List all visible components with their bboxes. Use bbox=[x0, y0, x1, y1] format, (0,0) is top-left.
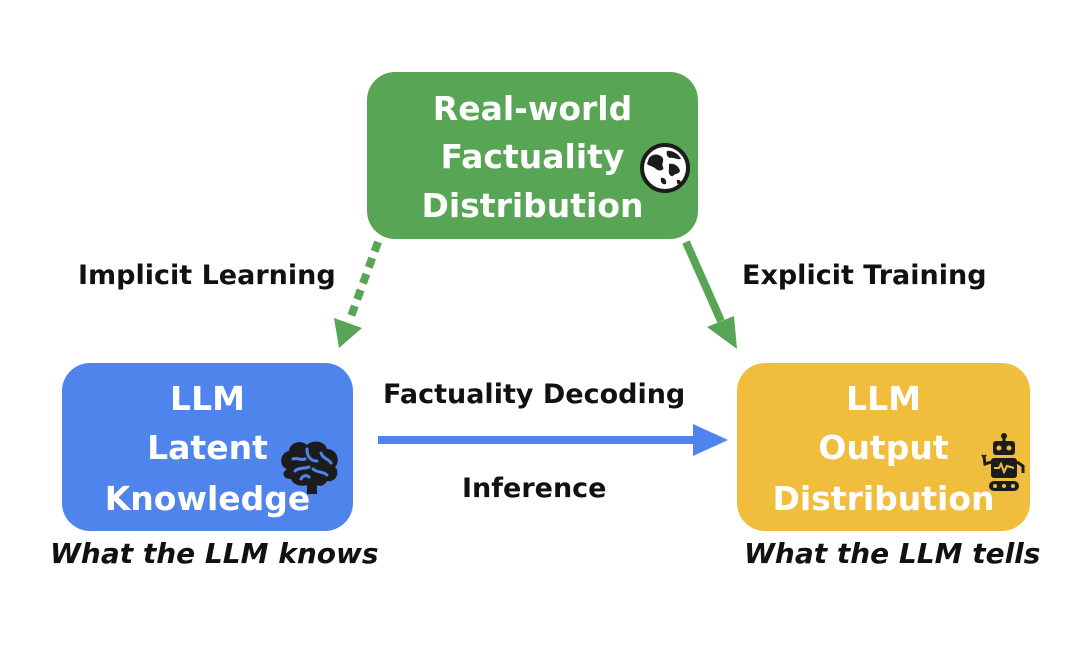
node-line: Output bbox=[818, 428, 949, 467]
implicit-learning-label: Implicit Learning bbox=[78, 260, 336, 291]
output-caption: What the LLM tells bbox=[744, 537, 1041, 570]
node-line: Knowledge bbox=[104, 479, 311, 518]
globe-icon bbox=[640, 143, 690, 193]
factuality-decoding-arrow bbox=[378, 424, 728, 456]
brain-icon bbox=[281, 441, 338, 494]
node-line: Latent bbox=[147, 428, 268, 467]
node-line: LLM bbox=[170, 379, 245, 418]
latent-caption: What the LLM knows bbox=[50, 537, 379, 570]
node-line: Factuality bbox=[440, 137, 625, 176]
factuality-decoding-label: Factuality Decoding bbox=[383, 379, 686, 410]
node-line: Distribution bbox=[421, 186, 644, 225]
real-world-factuality-node: Real-world Factuality Distribution bbox=[367, 72, 698, 239]
node-line: Distribution bbox=[772, 479, 995, 518]
node-line: Real-world bbox=[432, 89, 633, 128]
llm-output-distribution-node: LLM Output Distribution bbox=[737, 363, 1030, 531]
llm-latent-knowledge-node: LLM Latent Knowledge bbox=[62, 363, 353, 531]
implicit-learning-arrow bbox=[334, 240, 382, 348]
explicit-training-arrow bbox=[682, 240, 737, 349]
robot-icon bbox=[981, 433, 1025, 491]
explicit-training-label: Explicit Training bbox=[742, 260, 987, 291]
inference-label: Inference bbox=[462, 473, 607, 504]
node-line: LLM bbox=[846, 379, 921, 418]
